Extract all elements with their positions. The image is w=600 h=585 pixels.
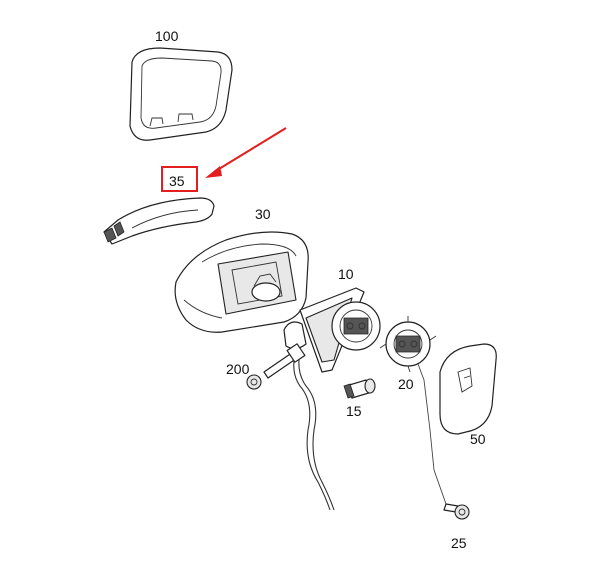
part-200-mounting-bolt	[246, 343, 306, 390]
label-20: 20	[398, 376, 414, 392]
leader-line-25	[417, 363, 447, 505]
part-35-turn-signal	[103, 197, 215, 245]
label-200: 200	[226, 361, 250, 377]
red-pointer-arrow	[205, 127, 287, 178]
part-15-bulb	[343, 378, 376, 399]
part-10-adjustment-motor	[283, 287, 381, 373]
wiring-harness	[293, 349, 331, 511]
label-35: 35	[169, 173, 185, 189]
label-100: 100	[155, 28, 179, 44]
label-15: 15	[346, 403, 362, 419]
part-30-mirror-housing	[174, 231, 309, 333]
wiring-harness-2	[298, 351, 335, 511]
label-30: 30	[255, 206, 271, 222]
part-20-carrier-plate	[379, 316, 437, 373]
part-100-housing-cover	[129, 47, 233, 141]
label-10: 10	[338, 266, 354, 282]
part-50-mirror-glass	[439, 343, 497, 435]
label-25: 25	[451, 535, 467, 551]
highlight-box-35	[161, 166, 198, 192]
label-50: 50	[470, 431, 486, 447]
part-25-screw	[443, 503, 470, 520]
